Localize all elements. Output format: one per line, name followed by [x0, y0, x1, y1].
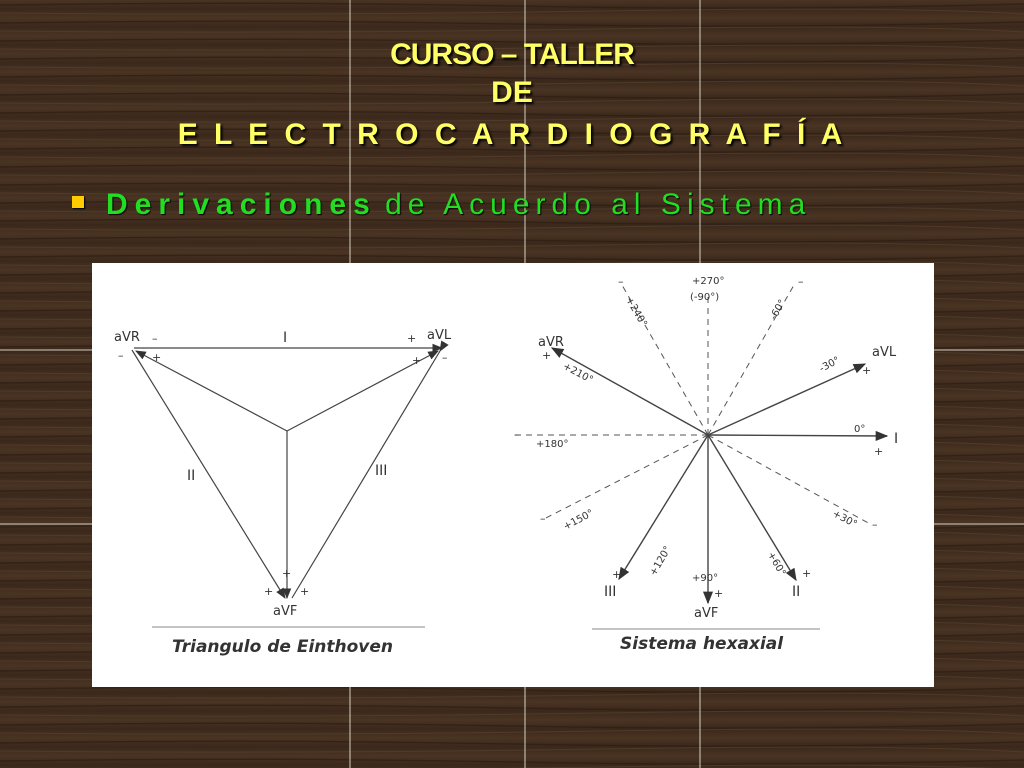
hex-ii-arrow — [707, 434, 797, 582]
title-line-1: CURSO – TALLER — [390, 38, 635, 71]
hex-avl-label: aVL — [872, 345, 897, 360]
einthoven-triangle — [131, 340, 449, 600]
lead-iii-line — [291, 340, 449, 599]
title-line-2: DE — [491, 76, 533, 109]
svg-text:+: + — [264, 585, 273, 598]
svg-text:–: – — [152, 332, 158, 345]
einthoven-lead-ii-label: II — [187, 468, 195, 484]
svg-text:+: + — [612, 568, 621, 581]
svg-text:+180°: +180° — [536, 439, 568, 450]
svg-text:+: + — [407, 332, 416, 345]
bullet-square-icon — [72, 196, 84, 209]
hexaxial-dashed-axes — [514, 284, 873, 526]
einthoven-lead-iii-label: III — [375, 463, 387, 479]
avr-axis — [135, 350, 288, 432]
bullet-rest-text: de Acuerdo al Sistema — [385, 188, 812, 221]
svg-text:(-90°): (-90°) — [690, 292, 719, 303]
svg-text:+: + — [412, 354, 421, 367]
diagram-panel: aVR aVL aVF I II III – – + + + – + + + T… — [92, 263, 934, 687]
hexaxial-degree-labels: +270° (-90°) +240° -60° +210° -30° +180°… — [536, 276, 865, 584]
hex-avr-label: aVR — [538, 335, 564, 350]
einthoven-polarity-signs: – – + + + – + + + — [118, 332, 448, 598]
einthoven-avf-label: aVF — [273, 604, 297, 619]
svg-text:0°: 0° — [854, 424, 865, 435]
svg-text:–: – — [798, 275, 804, 288]
einthoven-caption: Triangulo de Einthoven — [172, 637, 393, 657]
avl-axis — [286, 350, 439, 432]
hex-iii-label: III — [604, 584, 616, 600]
einthoven-avl-label: aVL — [427, 328, 452, 343]
hexaxial-polarity-signs: – – + + – + – – + + + — [514, 275, 883, 600]
svg-text:+: + — [874, 445, 883, 458]
einthoven-lead-i-label: I — [283, 330, 287, 346]
svg-text:–: – — [514, 428, 520, 441]
hex-i-label: I — [894, 431, 898, 447]
svg-text:+90°: +90° — [692, 573, 718, 584]
svg-text:+: + — [300, 585, 309, 598]
svg-text:–: – — [118, 349, 124, 362]
hexaxial-solid-axes — [550, 347, 889, 605]
lead-ii-line — [131, 349, 286, 599]
einthoven-avr-label: aVR — [114, 330, 140, 345]
svg-text:–: – — [442, 351, 448, 364]
svg-text:+: + — [152, 351, 161, 364]
svg-text:+240°: +240° — [623, 295, 649, 329]
svg-text:+210°: +210° — [561, 361, 595, 386]
svg-text:+: + — [802, 567, 811, 580]
svg-text:+: + — [282, 567, 291, 580]
svg-text:-60°: -60° — [768, 298, 788, 322]
title-line-3: E L E C T R O C A R D I O G R A F Í A — [177, 118, 847, 151]
svg-text:+: + — [862, 364, 871, 377]
hex-avl-arrow — [707, 363, 867, 436]
svg-text:–: – — [618, 275, 624, 288]
hexaxial-caption: Sistema hexaxial — [620, 634, 784, 654]
hex-ii-label: II — [792, 584, 800, 600]
hex-avr-arrow — [550, 347, 709, 436]
svg-text:+30°: +30° — [830, 508, 858, 530]
hex-avf-label: aVF — [694, 606, 718, 621]
ecg-lead-diagrams: aVR aVL aVF I II III – – + + + – + + + T… — [114, 275, 898, 657]
hex-iii-arrow — [618, 434, 709, 581]
svg-text:+: + — [542, 349, 551, 362]
svg-text:+150°: +150° — [562, 508, 596, 533]
svg-text:-30°: -30° — [818, 355, 842, 375]
svg-text:–: – — [540, 512, 546, 525]
svg-text:+270°: +270° — [692, 276, 724, 287]
svg-text:+60°: +60° — [765, 550, 788, 578]
svg-text:–: – — [872, 518, 878, 531]
hex-i-arrow — [707, 430, 889, 441]
bullet-item: Derivaciones de Acuerdo al Sistema — [72, 188, 811, 228]
svg-text:+: + — [714, 587, 723, 600]
bullet-bold-text: Derivaciones — [106, 188, 377, 221]
svg-text:+120°: +120° — [648, 544, 674, 578]
